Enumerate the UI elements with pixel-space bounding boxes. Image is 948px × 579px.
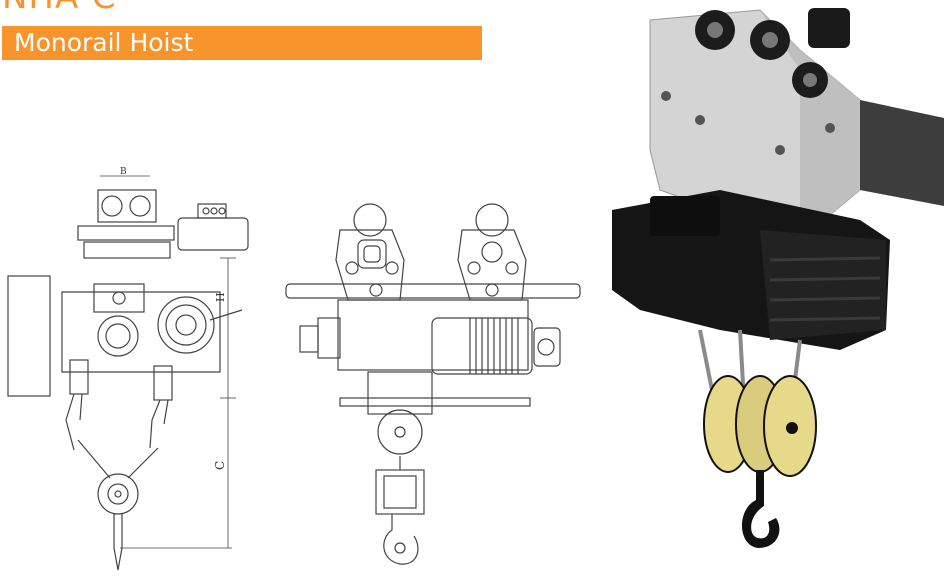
girder-outline — [7, 275, 51, 397]
dimension-c-label: C — [213, 461, 227, 470]
product-subtitle-banner: Monorail Hoist — [2, 26, 482, 60]
product-model-title: NHA-C — [2, 0, 117, 14]
dimension-h-label: H — [214, 292, 227, 302]
dimension-b-label: B — [120, 167, 127, 177]
front-view-drawing — [285, 203, 581, 565]
product-subtitle: Monorail Hoist — [14, 28, 194, 57]
